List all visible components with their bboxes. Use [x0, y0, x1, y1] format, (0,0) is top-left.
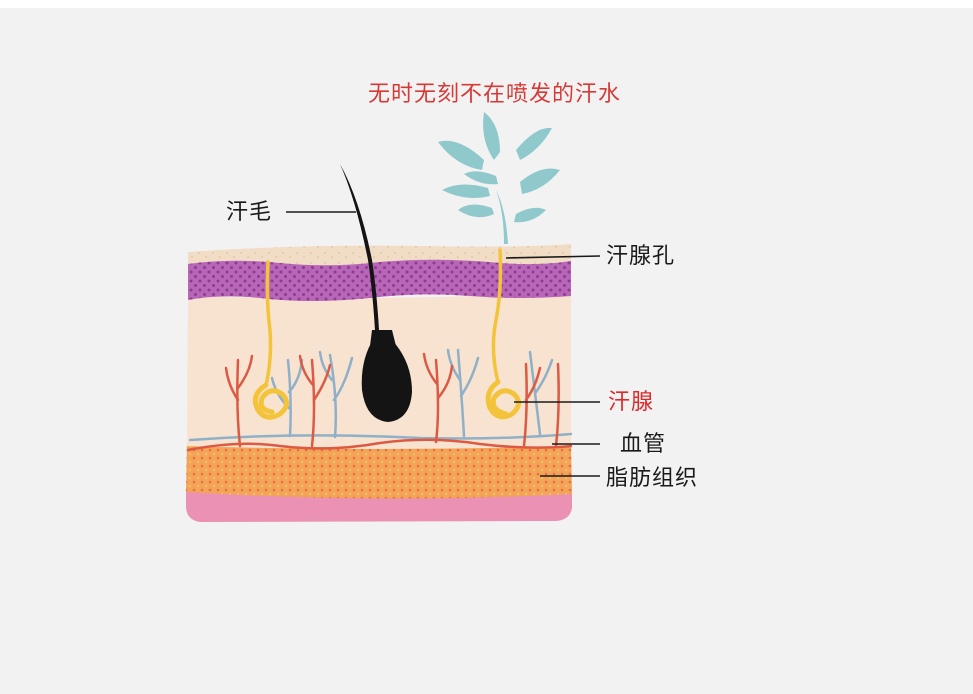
sweat-gland-right	[485, 248, 521, 420]
vein-network	[188, 348, 573, 442]
sweat-gland-label: 汗腺	[608, 390, 655, 415]
hair-label: 汗毛	[226, 200, 273, 225]
diagram-title: 无时无刻不在喷发的汗水	[368, 82, 622, 107]
sweat-spray	[438, 112, 560, 244]
sweat-pore-label: 汗腺孔	[606, 244, 676, 269]
fat-tissue-label: 脂肪组织	[606, 466, 699, 491]
pore-leader-line	[505, 255, 601, 259]
hair-shaft	[340, 164, 412, 422]
sweat-gland-left	[252, 260, 289, 420]
blood-vessel-label: 血管	[620, 432, 667, 457]
artery-network	[186, 352, 573, 452]
